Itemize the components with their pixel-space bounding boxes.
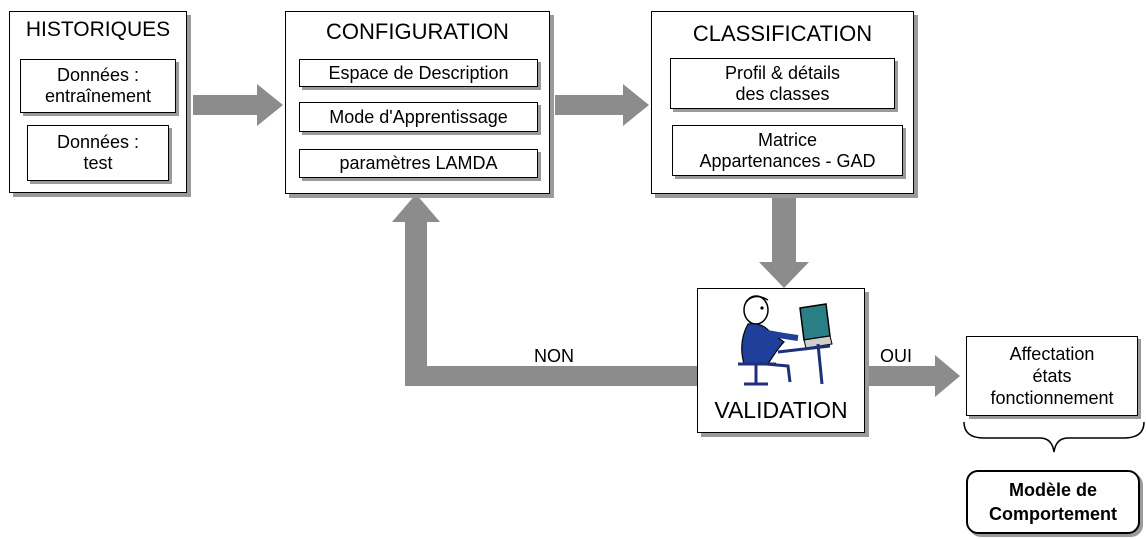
config-item-mode-apprentissage: Mode d'Apprentissage: [299, 102, 538, 132]
user-at-computer-icon: [738, 295, 833, 386]
classification-title: CLASSIFICATION: [692, 21, 873, 46]
historiques-title: HISTORIQUES: [25, 18, 171, 41]
affectation-box: Affectation états fonctionnement: [966, 336, 1138, 416]
config-item-parametres-lamda: paramètres LAMDA: [299, 149, 538, 178]
validation-box: VALIDATION: [697, 288, 865, 433]
validation-title: VALIDATION: [714, 397, 848, 423]
label-non: NON: [534, 346, 574, 366]
arrow-historiques-to-configuration: [193, 84, 283, 126]
arrow-validation-to-affectation: [866, 355, 960, 397]
configuration-title: CONFIGURATION: [326, 19, 509, 44]
modele-comportement-box: Modèle de Comportement: [966, 470, 1140, 534]
brace: [963, 421, 1145, 453]
arrow-classification-to-validation: [759, 196, 809, 288]
arrow-validation-to-configuration: [392, 194, 697, 386]
config-item-espace-description: Espace de Description: [299, 59, 538, 87]
donnees-test-box: Données : test: [27, 125, 169, 181]
donnees-entrainement-box: Données : entraînement: [20, 59, 176, 113]
arrow-configuration-to-classification: [555, 84, 649, 126]
matrice-appartenances-box: Matrice Appartenances - GAD: [672, 125, 903, 176]
profil-details-classes-box: Profil & détails des classes: [670, 58, 895, 109]
label-oui: OUI: [880, 346, 913, 366]
